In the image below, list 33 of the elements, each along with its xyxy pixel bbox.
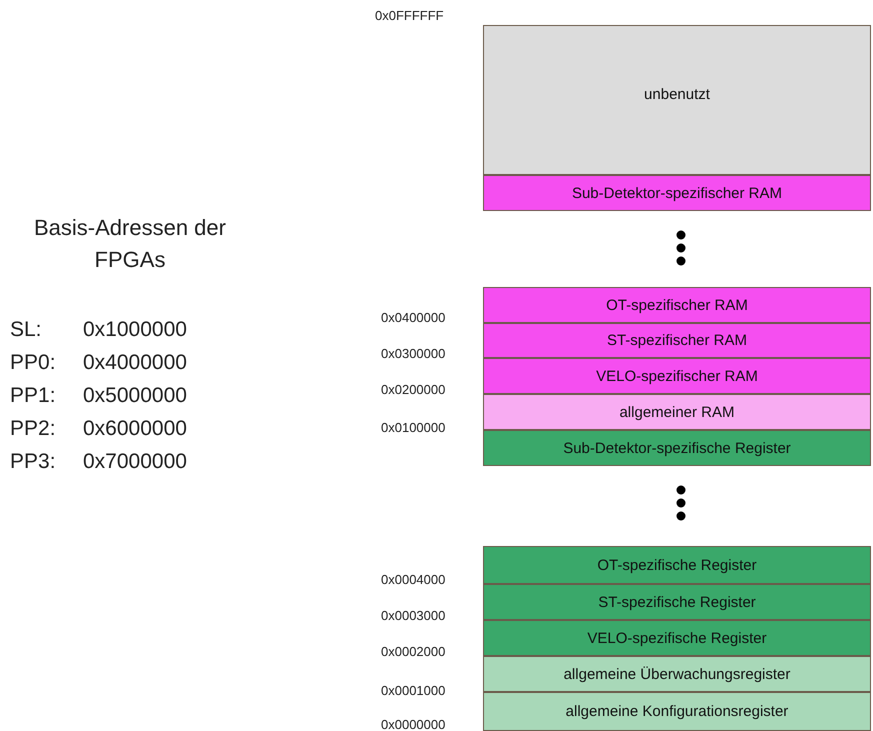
fpga-name: PP0: [10, 351, 56, 375]
memory-region: allgemeine Überwachungsregister [483, 656, 871, 692]
memory-region: unbenutzt [483, 25, 871, 175]
fpga-name: PP2: [10, 417, 56, 441]
address-label: 0x0003000 [381, 608, 446, 623]
base-address: 0x6000000 [83, 417, 187, 441]
address-label: 0x0004000 [381, 572, 446, 587]
address-label: 0x0000000 [381, 717, 446, 731]
memory-region: VELO-spezifische Register [483, 620, 871, 656]
memory-region: ST-spezifische Register [483, 584, 871, 620]
address-label: 0x0001000 [381, 683, 446, 698]
address-label: 0x0100000 [381, 420, 446, 435]
address-label: 0x0200000 [381, 382, 446, 397]
address-label: 0x0FFFFFF [375, 8, 444, 23]
memory-region: allgemeiner RAM [483, 394, 871, 430]
fpga-name: PP3: [10, 450, 56, 474]
fpga-name: PP1: [10, 384, 56, 408]
address-label: 0x0300000 [381, 346, 446, 361]
memory-region: Sub-Detektor-spezifische Register [483, 430, 871, 466]
base-address: 0x7000000 [83, 450, 187, 474]
fpga-name: SL: [10, 318, 42, 342]
memory-region: VELO-spezifischer RAM [483, 358, 871, 394]
memory-region: OT-spezifische Register [483, 546, 871, 584]
memory-region: Sub-Detektor-spezifischer RAM [483, 175, 871, 211]
base-address: 0x4000000 [83, 351, 187, 375]
address-label: 0x0400000 [381, 310, 446, 325]
heading: Basis-Adressen der FPGAs [33, 214, 227, 274]
memory-region: ST-spezifischer RAM [483, 323, 871, 358]
address-label: 0x0002000 [381, 644, 446, 659]
base-address: 0x1000000 [83, 318, 187, 342]
memory-region: OT-spezifischer RAM [483, 287, 871, 323]
base-address: 0x5000000 [83, 384, 187, 408]
memory-region: allgemeine Konfigurationsregister [483, 692, 871, 731]
